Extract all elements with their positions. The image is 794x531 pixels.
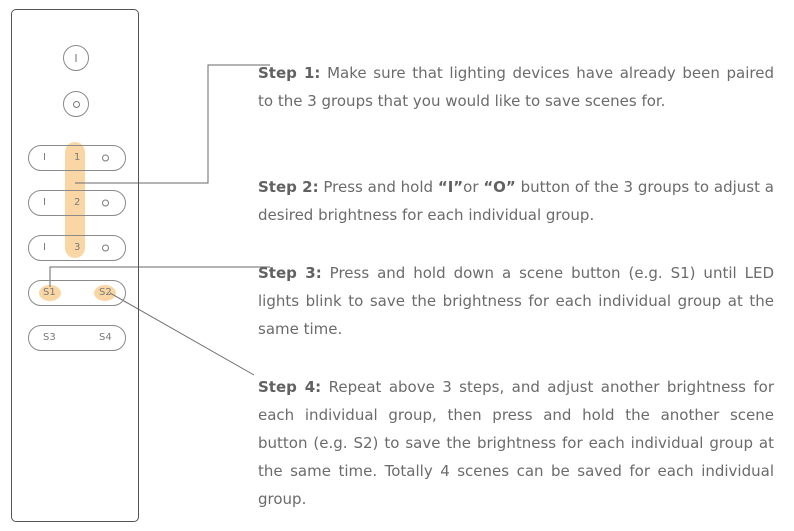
- scene-s4-button[interactable]: S4: [99, 332, 112, 343]
- power-off-button[interactable]: [63, 91, 89, 117]
- step-4-label: Step 4:: [258, 378, 322, 396]
- group-2-button-row: I 2: [28, 190, 126, 216]
- step-1-text: Make sure that lighting devices have alr…: [258, 64, 774, 110]
- power-on-label: I: [74, 51, 78, 65]
- group-number: 2: [74, 197, 81, 208]
- step-3-paragraph: Step 3: Press and hold down a scene butt…: [258, 259, 774, 343]
- scene-row-1: S1 S2: [28, 280, 126, 306]
- circle-icon[interactable]: [102, 154, 109, 162]
- circle-icon[interactable]: [102, 244, 109, 252]
- group-number: 3: [74, 242, 81, 253]
- group-1-button-row: I 1: [28, 145, 126, 171]
- circle-icon: [72, 100, 80, 108]
- circle-icon[interactable]: [102, 199, 109, 207]
- step-2-key-o: “O”: [483, 178, 516, 196]
- step-4-paragraph: Step 4: Repeat above 3 steps, and adjust…: [258, 373, 774, 513]
- group-on-button[interactable]: I: [43, 152, 46, 163]
- step-2-label: Step 2:: [258, 178, 319, 196]
- power-on-button[interactable]: I: [63, 45, 89, 71]
- step-3-text: Press and hold down a scene button (e.g.…: [258, 264, 774, 338]
- group-number: 1: [74, 152, 81, 163]
- step-1-paragraph: Step 1: Make sure that lighting devices …: [258, 59, 774, 115]
- step-2-key-i: “I”: [437, 178, 464, 196]
- scene-s2-button[interactable]: S2: [99, 287, 112, 298]
- group-3-button-row: I 3: [28, 235, 126, 261]
- group-on-button[interactable]: I: [43, 197, 46, 208]
- scene-row-2: S3 S4: [28, 325, 126, 351]
- scene-s1-button[interactable]: S1: [43, 287, 56, 298]
- step-2-text-before: Press and hold: [323, 178, 434, 196]
- step-2-text-after: button of the 3 groups to adjust a desir…: [258, 178, 774, 224]
- remote-control: [11, 9, 139, 522]
- scene-s3-button[interactable]: S3: [43, 332, 56, 343]
- step-2-paragraph: Step 2: Press and hold “I”or “O” button …: [258, 173, 774, 229]
- step-3-label: Step 3:: [258, 264, 322, 282]
- step-4-text: Repeat above 3 steps, and adjust another…: [258, 378, 774, 508]
- step-1-label: Step 1:: [258, 64, 321, 82]
- step-2-connector: or: [463, 178, 479, 196]
- group-on-button[interactable]: I: [43, 242, 46, 253]
